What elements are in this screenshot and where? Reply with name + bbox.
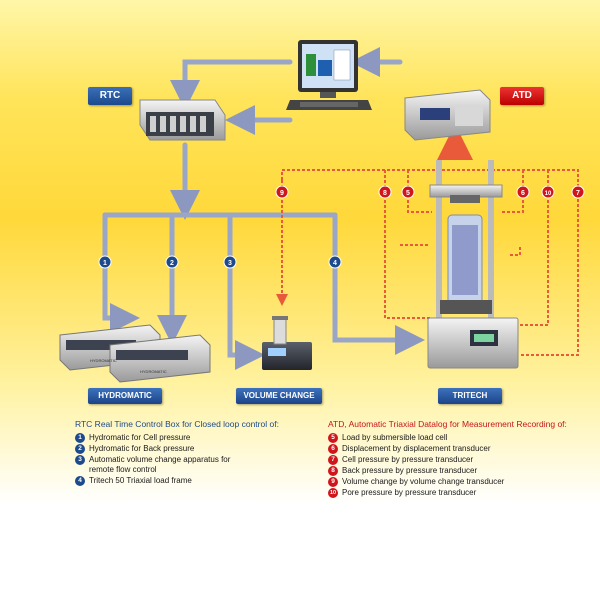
marker-1: 1 <box>98 255 112 269</box>
volume-change-apparatus <box>262 316 312 370</box>
marker-7: 7 <box>571 185 585 199</box>
volume-change-caption: VOLUME CHANGE <box>236 388 322 404</box>
svg-text:2: 2 <box>170 260 174 267</box>
rtc-tag: RTC <box>88 87 132 105</box>
computer <box>286 40 372 110</box>
svg-text:6: 6 <box>521 190 525 197</box>
svg-text:10: 10 <box>545 191 552 197</box>
marker-4: 4 <box>328 255 342 269</box>
svg-text:9: 9 <box>280 190 284 197</box>
atd-markers: 9 8 5 6 10 7 <box>275 185 585 199</box>
rtc-legend-title: RTC Real Time Control Box for Closed loo… <box>75 419 279 429</box>
rtc-control-box <box>139 99 226 141</box>
atd-legend-title: ATD, Automatic Triaxial Datalog for Meas… <box>328 419 567 429</box>
marker-3: 3 <box>223 255 237 269</box>
device-brand-label: HYDROMATIC <box>90 358 117 363</box>
marker-8: 8 <box>378 185 392 199</box>
svg-text:1: 1 <box>103 260 107 267</box>
marker-5: 5 <box>401 185 415 199</box>
svg-text:7: 7 <box>576 190 580 197</box>
svg-text:4: 4 <box>333 260 337 267</box>
bottom-margin <box>0 548 600 600</box>
svg-text:5: 5 <box>406 190 410 197</box>
svg-text:3: 3 <box>228 260 232 267</box>
marker-10: 10 <box>541 185 555 199</box>
atd-datalog-box <box>404 89 491 141</box>
marker-6: 6 <box>516 185 530 199</box>
rtc-markers: 1 2 3 4 <box>98 255 342 269</box>
marker-2: 2 <box>165 255 179 269</box>
atd-tag: ATD <box>500 87 544 105</box>
tritech-load-frame <box>427 160 519 369</box>
hydromatic-caption: HYDROMATIC <box>88 388 162 404</box>
device-brand-label: HYDROMATIC <box>140 369 167 374</box>
hydromatic-units: HYDROMATIC HYDROMATIC <box>59 324 211 383</box>
svg-text:8: 8 <box>383 190 387 197</box>
marker-9: 9 <box>275 185 289 199</box>
tritech-caption: TRITECH <box>438 388 502 404</box>
